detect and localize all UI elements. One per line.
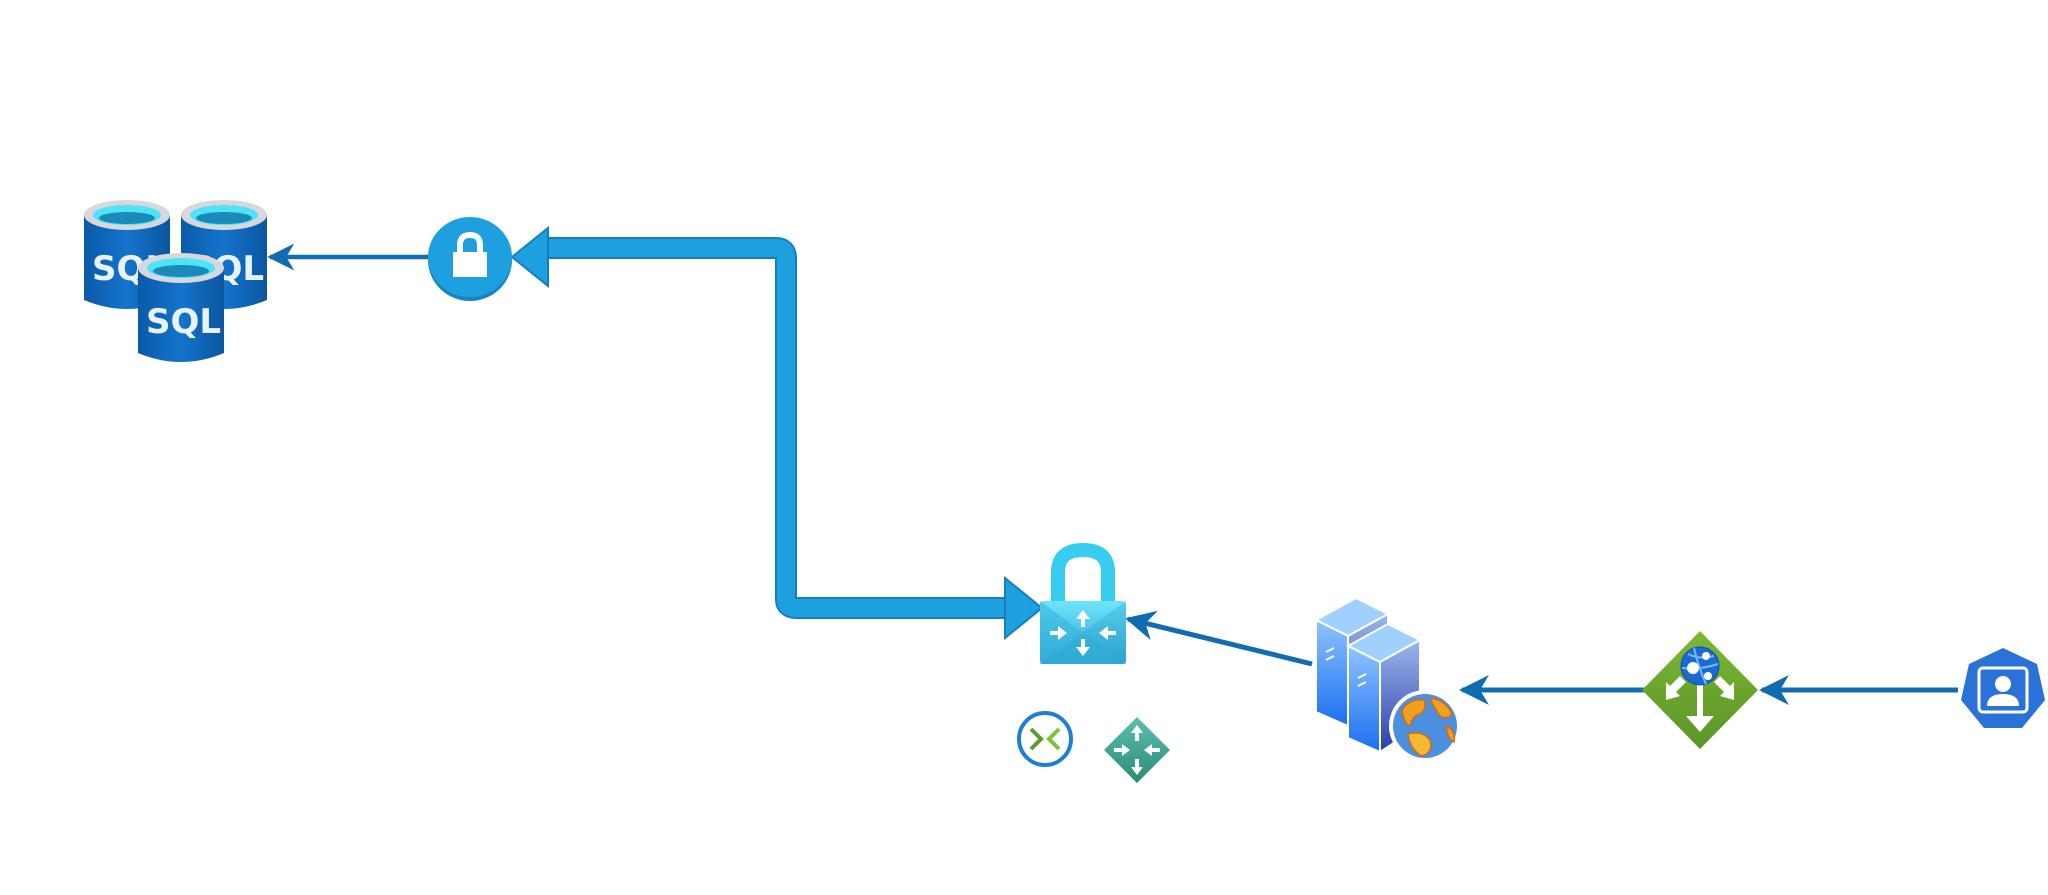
- globe-icon: [1389, 690, 1461, 762]
- user-node[interactable]: [1961, 648, 2045, 728]
- thick-bidirectional-arrow: [510, 225, 1044, 641]
- gateway-arrows-icon: [1666, 676, 1734, 732]
- arrowhead-right: [1004, 575, 1044, 641]
- web-globe-icon: [1680, 646, 1720, 686]
- router-arrows-icon: [1114, 725, 1160, 775]
- lock-shackle-icon: [1051, 542, 1115, 602]
- router-node[interactable]: [1104, 717, 1170, 783]
- connection-chevrons-icon: [1029, 727, 1061, 751]
- connector-web-servers-to-vpn-gateway: [1125, 610, 1313, 667]
- lock-icon: [453, 231, 487, 277]
- person-icon: [1987, 676, 2019, 706]
- four-arrows-icon: [1050, 610, 1116, 656]
- sql-database-icon: SQL: [138, 253, 224, 362]
- web-servers-node[interactable]: [1313, 596, 1461, 762]
- connection-node[interactable]: [1017, 711, 1073, 767]
- vpn-gateway-node[interactable]: [1040, 542, 1126, 664]
- sql-label: SQL: [146, 302, 221, 342]
- sql-database-group[interactable]: SQL SQL SQL: [84, 200, 267, 362]
- application-gateway-node[interactable]: [1642, 631, 1758, 749]
- arrowhead-left: [510, 225, 549, 289]
- private-endpoint-node[interactable]: [428, 217, 512, 301]
